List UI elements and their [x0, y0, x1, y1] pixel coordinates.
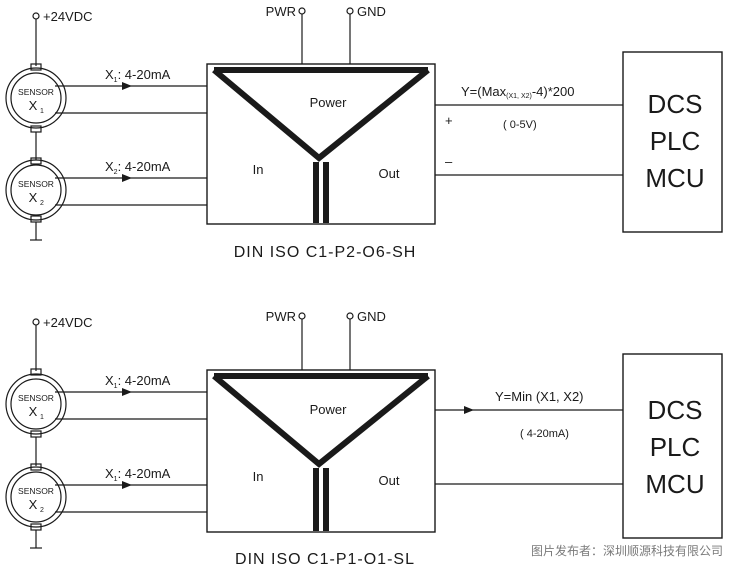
pwr-terminal: [298, 7, 306, 15]
sensor-symbol: X: [29, 98, 38, 113]
sensor-outer-ring: [5, 67, 67, 129]
publisher-watermark: 图片发布者：深圳顺源科技有限公司: [530, 544, 723, 558]
supply-terminal: [32, 12, 40, 20]
power-section-label: Power: [310, 95, 348, 110]
signal-label-2: X2: 4-20mA: [105, 159, 171, 176]
power-section-label: Power: [310, 402, 348, 417]
isolator-module: Power In Out: [206, 369, 436, 533]
panel-max-voltage: +24VDC SENSOR X 1 SENSOR X 2: [5, 4, 723, 261]
output-range: ( 4-20mA): [520, 428, 569, 440]
in-section-label: In: [253, 469, 264, 484]
panel-min-current: +24VDC SENSOR X 1 SENSOR X 2 X1: 4-20mA: [5, 309, 723, 565]
dest-mcu: MCU: [645, 469, 704, 499]
signal-label-2: X1: 4-20mA: [105, 466, 171, 483]
sensor-2: SENSOR X 2: [5, 463, 67, 531]
sensor-1: SENSOR X 1: [5, 63, 67, 133]
signal-label-1: X1: 4-20mA: [105, 67, 171, 84]
output-formula: Y=Min (X1, X2): [495, 389, 584, 404]
minus-sign: –: [445, 154, 453, 169]
dest-plc: PLC: [650, 126, 701, 156]
sensor-inner-ring: [10, 164, 62, 216]
isolator-module: Power In Out: [206, 63, 436, 225]
arrow-right-icon: [122, 82, 132, 90]
sensor-symbol: X: [29, 404, 38, 419]
in-section-label: In: [253, 162, 264, 177]
output-range: ( 0-5V): [503, 119, 537, 131]
sensor-subscript: 2: [40, 200, 44, 207]
arrow-right-icon: [122, 388, 132, 396]
sensor-symbol: X: [29, 190, 38, 205]
sensor-2: SENSOR X 2: [5, 157, 67, 223]
signal-label-1: X1: 4-20mA: [105, 373, 171, 390]
gnd-label: GND: [357, 4, 386, 19]
dest-plc: PLC: [650, 432, 701, 462]
supply-label: +24VDC: [43, 9, 93, 24]
arrow-right-icon: [122, 174, 132, 182]
sensor-subscript: 1: [40, 108, 44, 115]
gnd-label: GND: [357, 309, 386, 324]
destination-box: [622, 51, 723, 233]
pwr-label: PWR: [266, 4, 296, 19]
sensor-text: SENSOR: [18, 486, 54, 496]
model-label: DIN ISO C1-P2-O6-SH: [234, 244, 417, 261]
plus-sign: +: [445, 113, 453, 128]
pwr-terminal: [298, 312, 306, 320]
gnd-terminal: [346, 7, 354, 15]
out-section-label: Out: [379, 166, 400, 181]
pwr-label: PWR: [266, 309, 296, 324]
sensor-subscript: 1: [40, 414, 44, 421]
sensor-outer-ring: [5, 159, 67, 221]
arrow-right-icon: [464, 406, 474, 414]
dest-dcs: DCS: [648, 395, 703, 425]
dest-mcu: MCU: [645, 163, 704, 193]
arrow-right-icon: [122, 481, 132, 489]
supply-terminal: [32, 318, 40, 326]
model-label: DIN ISO C1-P1-O1-SL: [235, 551, 415, 565]
out-section-label: Out: [379, 473, 400, 488]
sensor-text: SENSOR: [18, 393, 54, 403]
sensor-text: SENSOR: [18, 87, 54, 97]
sensor-subscript: 2: [40, 507, 44, 514]
destination-box: [622, 353, 723, 539]
sensor-text: SENSOR: [18, 179, 54, 189]
gnd-terminal: [346, 312, 354, 320]
supply-label: +24VDC: [43, 315, 93, 330]
sensor-inner-ring: [10, 72, 62, 124]
sensor-symbol: X: [29, 497, 38, 512]
output-formula: Y=(Max(X1, X2)-4)*200: [461, 84, 574, 100]
dest-dcs: DCS: [648, 89, 703, 119]
sensor-1: SENSOR X 1: [5, 368, 67, 438]
